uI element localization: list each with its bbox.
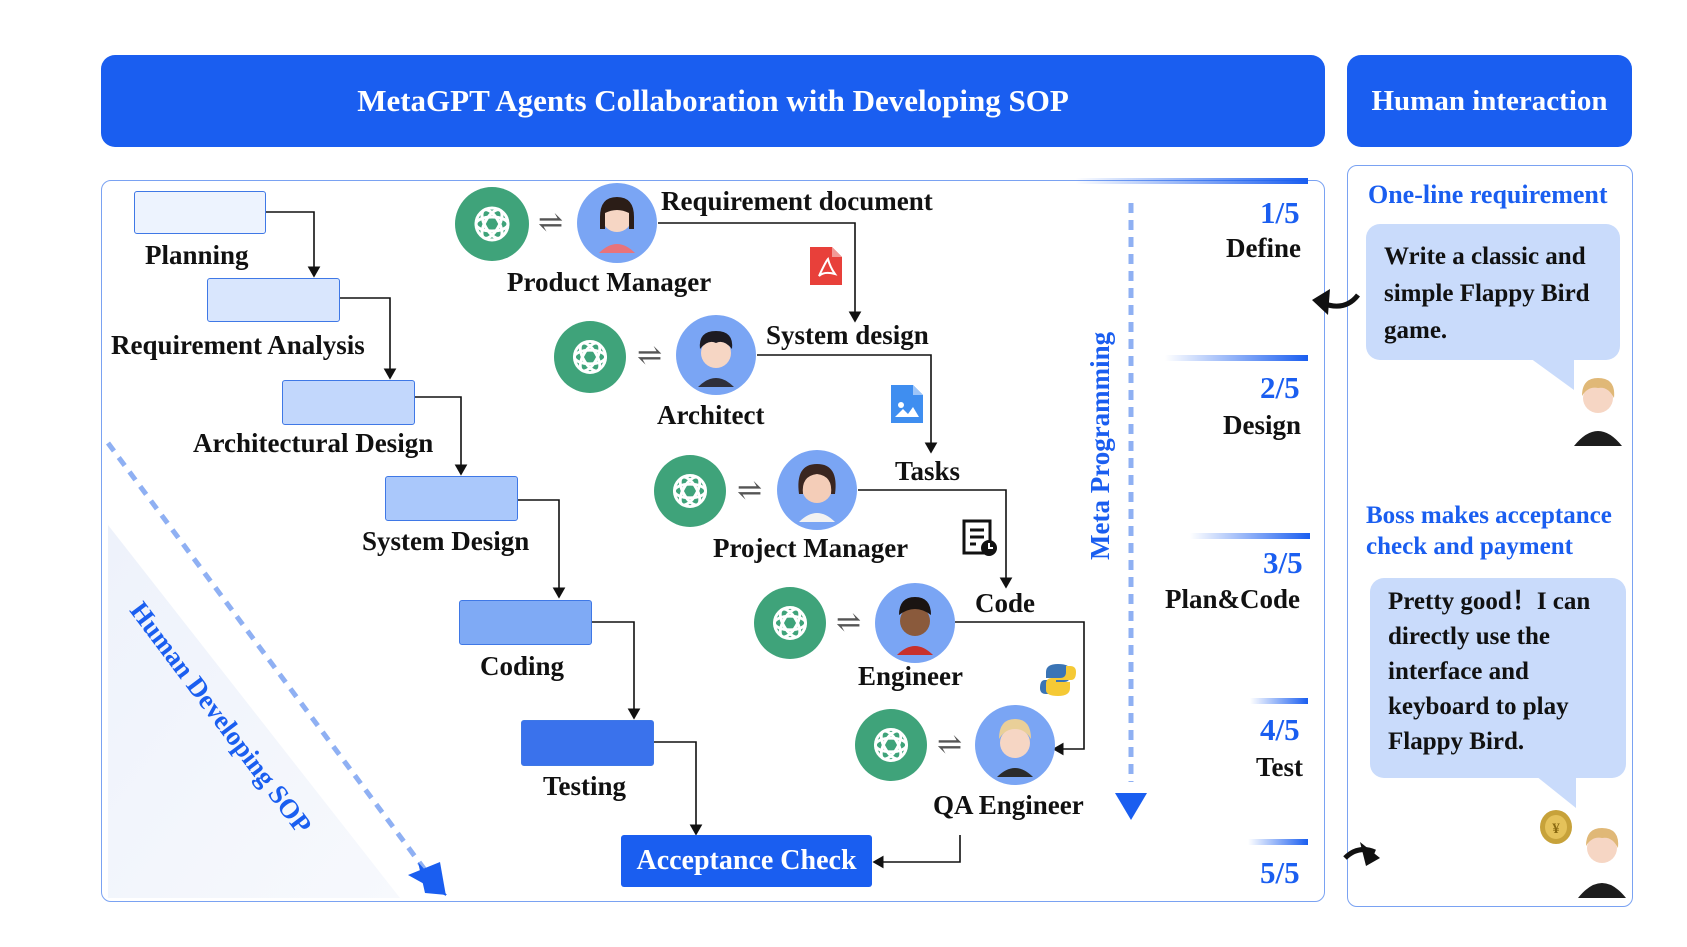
chatgpt-icon bbox=[554, 321, 626, 393]
chatgpt-icon bbox=[654, 455, 726, 527]
exchange-arrows-icon: ⇌ bbox=[538, 206, 564, 239]
phase-name-design: Design bbox=[1223, 410, 1302, 440]
qa-engineer-avatar bbox=[975, 705, 1055, 785]
python-icon bbox=[1040, 662, 1076, 698]
task-list-icon bbox=[962, 519, 998, 557]
pdf-icon bbox=[810, 247, 842, 285]
sop-triangle bbox=[108, 525, 400, 898]
feedback-arrow-out bbox=[1343, 847, 1376, 860]
main-title-banner: MetaGPT Agents Collaboration with Develo… bbox=[101, 55, 1325, 147]
step-box-coding bbox=[459, 600, 592, 645]
boss-avatar bbox=[1570, 818, 1634, 898]
chatgpt-icon bbox=[855, 709, 927, 781]
human-user-avatar bbox=[1566, 370, 1630, 446]
step-box-requirement-analysis bbox=[207, 278, 340, 322]
boss-title: Boss makes acceptance check and payment bbox=[1366, 502, 1612, 560]
boss-bubble: Pretty good！I can directly use the inter… bbox=[1370, 578, 1626, 778]
step-box-architectural-design bbox=[282, 380, 415, 425]
step-label-requirement-analysis: Requirement Analysis bbox=[111, 330, 365, 360]
acceptance-check-box: Acceptance Check bbox=[621, 835, 872, 887]
exchange-arrows-icon: ⇌ bbox=[937, 728, 963, 761]
one-line-requirement-title: One-line requirement bbox=[1368, 180, 1608, 209]
bubble-tail bbox=[1530, 358, 1574, 390]
step-label-testing: Testing bbox=[543, 771, 627, 801]
phase-name-plan-code: Plan&Code bbox=[1165, 584, 1300, 614]
requirement-text: Write a classic and simple Flappy Bird g… bbox=[1384, 243, 1590, 344]
exchange-arrows-icon: ⇌ bbox=[637, 339, 663, 372]
role-qa-engineer: QA Engineer bbox=[933, 790, 1084, 820]
phase-fraction-5: 5/5 bbox=[1260, 855, 1300, 890]
role-product-manager: Product Manager bbox=[507, 267, 712, 297]
meta-programming-label: Meta Programming bbox=[1085, 331, 1115, 560]
side-title-banner: Human interaction bbox=[1347, 55, 1632, 147]
step-box-testing bbox=[521, 720, 654, 766]
phase-fraction-3: 3/5 bbox=[1263, 545, 1303, 580]
step-box-planning bbox=[134, 191, 266, 234]
step-box-system-design bbox=[385, 476, 518, 521]
step-label-system-design: System Design bbox=[362, 526, 530, 556]
boss-text: Pretty good！I can directly use the inter… bbox=[1388, 588, 1591, 755]
svg-text:¥: ¥ bbox=[1552, 821, 1560, 837]
role-project-manager: Project Manager bbox=[713, 533, 909, 563]
step-label-coding: Coding bbox=[480, 651, 565, 681]
role-engineer: Engineer bbox=[858, 661, 963, 691]
exchange-arrows-icon: ⇌ bbox=[836, 606, 862, 639]
bubble-tail bbox=[1536, 776, 1576, 808]
architect-avatar bbox=[676, 315, 756, 395]
requirement-bubble: Write a classic and simple Flappy Bird g… bbox=[1366, 224, 1620, 360]
image-file-icon bbox=[891, 385, 923, 423]
coin-icon: ¥ bbox=[1538, 808, 1574, 846]
step-label-planning: Planning bbox=[145, 240, 249, 270]
output-system-design: System design bbox=[766, 320, 929, 350]
engineer-avatar bbox=[875, 583, 955, 663]
chatgpt-icon bbox=[754, 587, 826, 659]
chatgpt-icon bbox=[455, 187, 529, 261]
project-manager-avatar bbox=[777, 450, 857, 530]
phase-name-test: Test bbox=[1256, 752, 1304, 782]
exchange-arrows-icon: ⇌ bbox=[737, 474, 763, 507]
role-architect: Architect bbox=[657, 400, 765, 430]
phase-name-define: Define bbox=[1226, 233, 1301, 263]
phase-fraction-1: 1/5 bbox=[1260, 195, 1300, 230]
output-code: Code bbox=[975, 588, 1035, 618]
product-manager-avatar bbox=[577, 183, 657, 263]
phase-fraction-2: 2/5 bbox=[1260, 370, 1300, 405]
output-tasks: Tasks bbox=[895, 456, 961, 486]
side-title: Human interaction bbox=[1371, 84, 1608, 117]
step-label-architectural-design: Architectural Design bbox=[193, 428, 434, 458]
output-requirement-document: Requirement document bbox=[661, 186, 933, 216]
phase-fraction-4: 4/5 bbox=[1260, 712, 1300, 747]
acceptance-check-label: Acceptance Check bbox=[636, 845, 857, 876]
main-title: MetaGPT Agents Collaboration with Develo… bbox=[357, 83, 1069, 118]
